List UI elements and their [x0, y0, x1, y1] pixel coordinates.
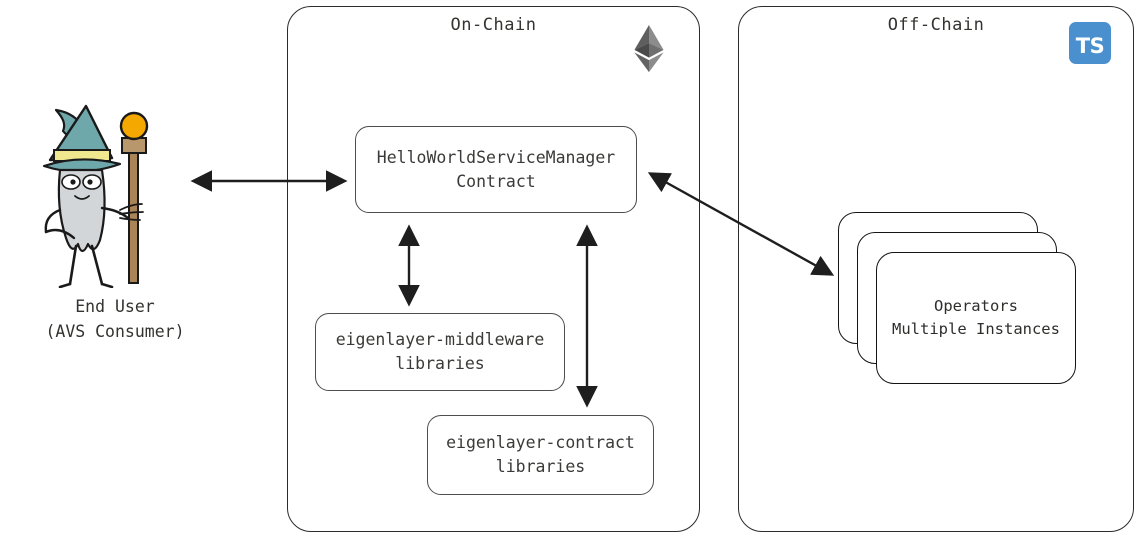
operators-card-front[interactable]: Operators Multiple Instances [876, 252, 1076, 384]
node-eigenlayer-middleware[interactable]: eigenlayer-middleware libraries [315, 313, 565, 391]
panel-on-chain-title: On-Chain [450, 15, 537, 35]
wizard-character-icon [42, 104, 149, 288]
typescript-logo-label: TS [1075, 34, 1105, 58]
panel-off-chain-title: Off-Chain [887, 15, 985, 35]
ethereum-logo-icon [634, 25, 664, 73]
node-operators-stack[interactable]: Operators Multiple Instances [838, 212, 1076, 384]
node-service-manager[interactable]: HelloWorldServiceManager Contract [355, 126, 637, 213]
typescript-logo-icon: TS [1069, 22, 1111, 64]
node-eigenlayer-contract-libraries[interactable]: eigenlayer-contract libraries [427, 415, 654, 495]
end-user-label: End User (AVS Consumer) [45, 297, 185, 341]
